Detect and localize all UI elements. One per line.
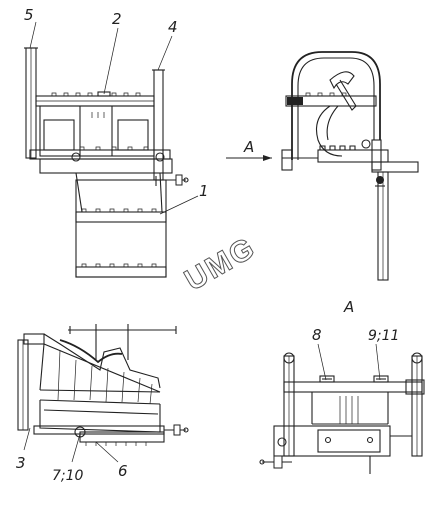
callout-1: 1	[199, 182, 209, 200]
view-a-arrow-label: A	[243, 138, 254, 156]
front-view	[24, 21, 199, 278]
callout-2: 2	[112, 10, 122, 28]
view-a	[259, 343, 425, 474]
view-a-title: A	[343, 298, 354, 316]
side-view	[226, 51, 419, 281]
callout-5: 5	[24, 6, 34, 24]
section-view	[17, 324, 189, 463]
callout-9-11: 9;11	[368, 328, 399, 344]
callout-3: 3	[16, 454, 26, 472]
callout-8: 8	[312, 326, 322, 344]
callout-4: 4	[168, 18, 178, 36]
callout-6: 6	[118, 462, 128, 480]
callout-7-10: 7;10	[52, 468, 84, 484]
watermark-logo: UMG	[179, 231, 261, 298]
